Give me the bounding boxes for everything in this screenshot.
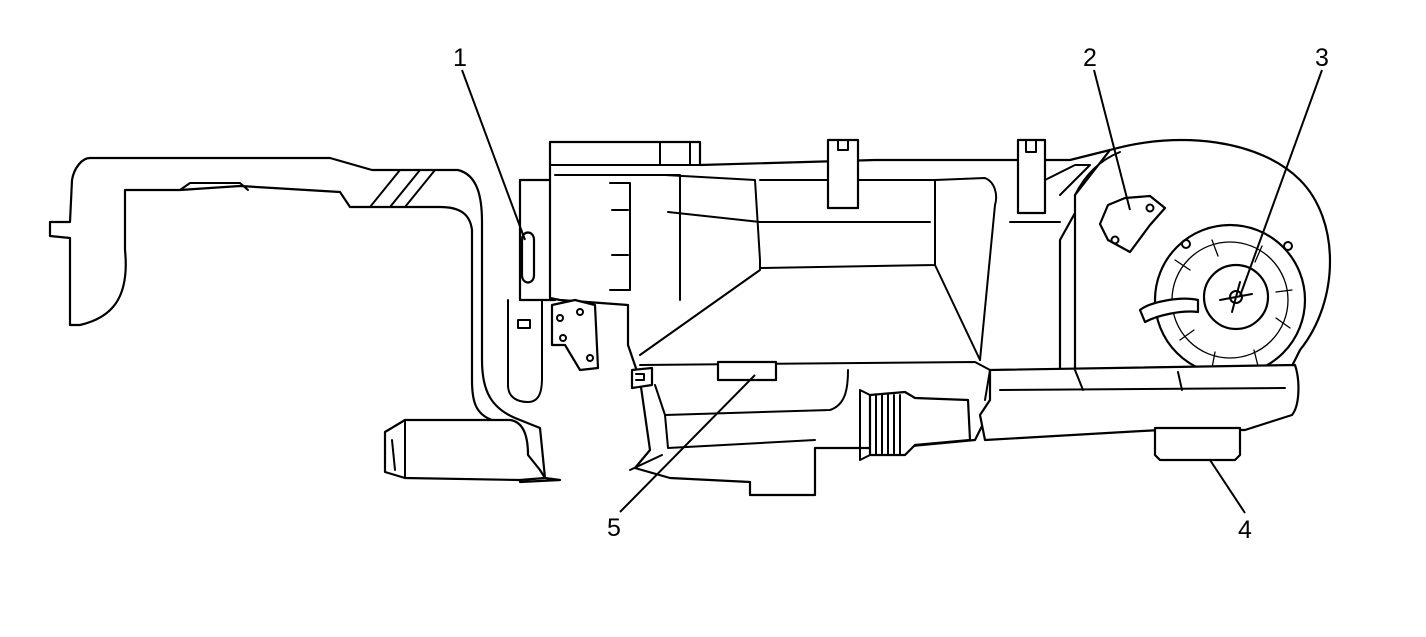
mounting-bracket bbox=[550, 298, 600, 372]
module-component-5 bbox=[716, 360, 778, 382]
leader-line-5 bbox=[619, 374, 756, 513]
blower-motor-resistor bbox=[1098, 194, 1167, 254]
leader-line-3 bbox=[1239, 69, 1323, 297]
callout-1: 1 bbox=[453, 44, 467, 72]
blower-case bbox=[1073, 138, 1331, 377]
leader-line-4 bbox=[1209, 459, 1246, 514]
leader-line-1 bbox=[461, 69, 526, 241]
lower-left-outlet bbox=[383, 418, 547, 482]
leader-line-2 bbox=[1093, 69, 1131, 211]
callout-4: 4 bbox=[1238, 516, 1252, 544]
lower-case-tray bbox=[978, 363, 1300, 462]
callout-2: 2 bbox=[1083, 44, 1097, 72]
callout-labels: 1 2 3 4 5 bbox=[453, 44, 1329, 544]
top-clip-left bbox=[826, 138, 860, 210]
leader-lines bbox=[461, 69, 1323, 514]
duct-clip bbox=[630, 366, 654, 390]
duct-bellows bbox=[859, 389, 972, 461]
top-clip-right bbox=[1016, 138, 1047, 215]
callout-5: 5 bbox=[607, 514, 621, 542]
left-air-duct bbox=[48, 156, 562, 484]
callout-3: 3 bbox=[1315, 44, 1329, 72]
